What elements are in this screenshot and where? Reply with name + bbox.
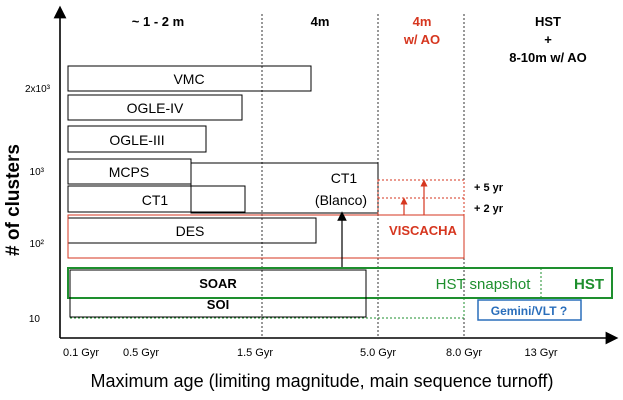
survey-viscacha-label: VISCACHA	[389, 223, 458, 238]
survey-ct1-blanco-label-2: (Blanco)	[315, 192, 367, 208]
y-tick-10-3: 10³	[30, 167, 45, 178]
survey-ogle-iii: OGLE-III	[67, 125, 207, 153]
x-tick-1-5-gyr: 1.5 Gyr	[237, 347, 273, 359]
survey-soi-label: SOI	[207, 297, 229, 312]
column-header-hst-2: +	[544, 32, 552, 47]
survey-mcps: MCPS	[67, 158, 192, 185]
survey-ct1-blanco-label-1: CT1	[331, 170, 358, 186]
annotation-plus-5yr: + 5 yr	[474, 182, 504, 194]
survey-des: DES	[67, 217, 317, 244]
y-tick-10-2: 10²	[30, 239, 45, 250]
survey-ct1-blanco: CT1 (Blanco)	[190, 162, 379, 214]
x-axis-label: Maximum age (limiting magnitude, main se…	[91, 371, 554, 391]
column-header-4m-ao-2: w/ AO	[403, 32, 440, 47]
column-header-hst-1: HST	[535, 14, 561, 29]
survey-soar-soi: SOAR SOI	[69, 269, 367, 318]
survey-des-label: DES	[176, 223, 205, 239]
column-header-hst-3: 8-10m w/ AO	[509, 50, 587, 65]
annotation-plus-2yr: + 2 yr	[474, 203, 504, 215]
survey-soar-label: SOAR	[199, 276, 237, 291]
survey-mcps-label: MCPS	[109, 164, 149, 180]
column-header-4m: 4m	[311, 14, 330, 29]
survey-hst-label: HST	[574, 276, 604, 293]
y-tick-2x10-3: 2x10³	[25, 84, 51, 95]
survey-vmc-label: VMC	[173, 71, 204, 87]
survey-ct1-label: CT1	[142, 192, 169, 208]
survey-ct1: CT1	[67, 185, 246, 213]
survey-ogle-iii-label: OGLE-III	[109, 132, 164, 148]
survey-hst: HST snapshot HST	[67, 267, 613, 319]
y-axis-label: # of clusters	[3, 144, 24, 256]
x-tick-13-gyr: 13 Gyr	[524, 347, 557, 359]
x-tick-8-0-gyr: 8.0 Gyr	[446, 347, 482, 359]
survey-hst-snapshot-label: HST snapshot	[436, 276, 532, 293]
x-tick-0-1-gyr: 0.1 Gyr	[63, 347, 99, 359]
column-header-small: ~ 1 - 2 m	[132, 14, 184, 29]
column-header-4m-ao-1: 4m	[413, 14, 432, 29]
survey-ogle-iv-label: OGLE-IV	[127, 100, 184, 116]
survey-gemini-vlt-label: Gemini/VLT ?	[491, 304, 567, 318]
survey-ogle-iv: OGLE-IV	[67, 94, 243, 121]
y-tick-10: 10	[29, 314, 41, 325]
x-tick-0-5-gyr: 0.5 Gyr	[123, 347, 159, 359]
survey-vmc: VMC	[67, 65, 312, 92]
survey-gemini-vlt: Gemini/VLT ?	[477, 299, 582, 321]
survey-viscacha: VISCACHA	[67, 179, 465, 259]
x-tick-5-0-gyr: 5.0 Gyr	[360, 347, 396, 359]
